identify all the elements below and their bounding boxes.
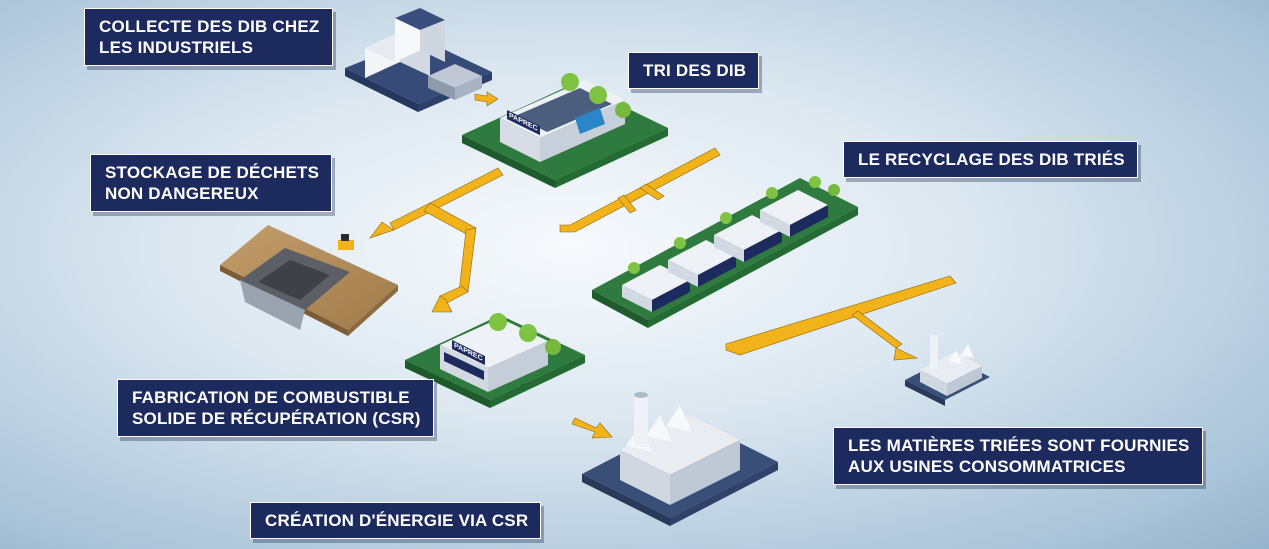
label-tri: TRI DES DIB [628, 52, 760, 89]
power-plant-icon [582, 392, 778, 526]
arrow-tri-recyclage [559, 147, 721, 233]
arrow-collecte-tri [474, 91, 499, 107]
consumer-factory-icon [905, 335, 990, 406]
label-csr: FABRICATION DE COMBUSTIBLE SOLIDE DE RÉC… [117, 379, 434, 437]
arrow-csr-energie [571, 417, 613, 439]
label-stockage: STOCKAGE DE DÉCHETS NON DANGEREUX [90, 154, 333, 212]
arrow-recyclage-usines [725, 275, 957, 361]
label-collecte: COLLECTE DES DIB CHEZ LES INDUSTRIELS [84, 8, 333, 66]
recycling-centers-icon [592, 176, 858, 328]
landfill-icon [220, 225, 398, 336]
industrial-site-icon [345, 8, 492, 112]
label-matieres: LES MATIÈRES TRIÉES SONT FOURNIES AUX US… [833, 427, 1203, 485]
label-recyclage: LE RECYCLAGE DES DIB TRIÉS [843, 141, 1138, 178]
label-energie: CRÉATION D'ÉNERGIE VIA CSR [250, 502, 542, 539]
flow-arrows [369, 91, 957, 439]
arrow-tri-stockage [369, 167, 504, 313]
